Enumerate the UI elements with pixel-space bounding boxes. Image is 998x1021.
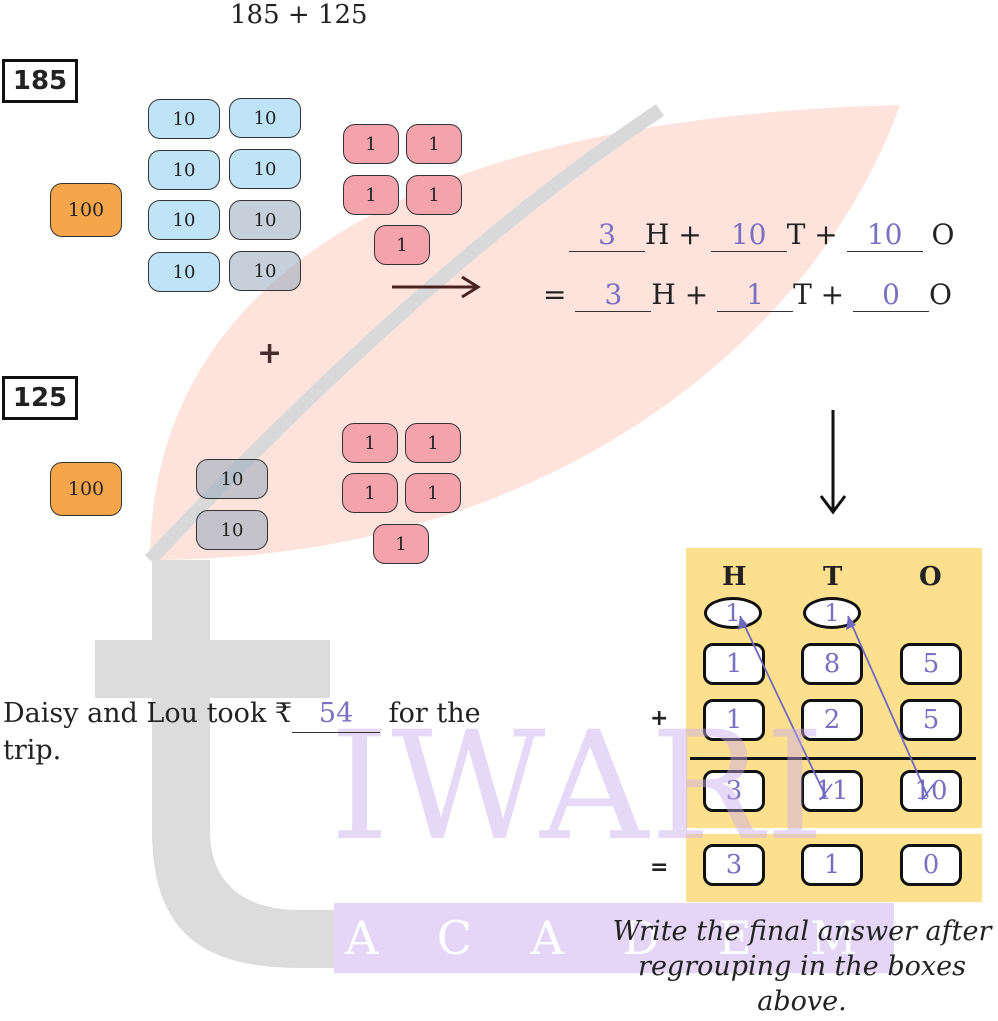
digit-box[interactable]: 2 (801, 699, 863, 741)
ten-block: 10 (229, 149, 301, 189)
equals-operator: = (650, 855, 669, 880)
story-text: Daisy and Lou took ₹54 for the trip. (3, 696, 481, 769)
tens-label: T + (793, 278, 845, 311)
one-block: 1 (405, 423, 461, 463)
ten-block: 10 (229, 200, 301, 240)
ones-blank: 0 (853, 278, 930, 312)
one-block: 1 (406, 175, 462, 215)
hundreds-header: H (722, 562, 747, 592)
ten-block: 10 (148, 150, 220, 190)
tens-blank: 1 (717, 278, 794, 312)
ten-block: 10 (148, 200, 220, 240)
right-arrow-icon (392, 275, 481, 299)
one-block: 1 (373, 524, 429, 564)
sum-line (690, 757, 976, 760)
ten-block: 10 (148, 99, 220, 139)
story-line-2: trip. (3, 735, 62, 766)
digit-box[interactable]: 1 (703, 699, 765, 741)
final-digit-box[interactable]: 3 (703, 844, 765, 886)
tens-blank: 10 (710, 218, 787, 252)
digit-box[interactable]: 11 (801, 770, 863, 812)
digit-box[interactable]: 1 (703, 643, 765, 685)
one-block: 1 (406, 124, 462, 164)
ones-label: O (929, 278, 952, 311)
digit-box[interactable]: 8 (801, 643, 863, 685)
amount-blank: 54 (292, 696, 381, 733)
digit-box[interactable]: 3 (703, 770, 765, 812)
one-block: 1 (374, 225, 430, 265)
watermark-text: IWARI (330, 700, 827, 874)
ten-block: 10 (229, 251, 301, 291)
one-block: 1 (343, 175, 399, 215)
hundred-block: 100 (50, 462, 122, 516)
one-block: 1 (342, 473, 398, 513)
ones-blank: 10 (846, 218, 923, 252)
one-block: 1 (405, 473, 461, 513)
hundreds-blank: 3 (569, 218, 645, 252)
digit-box[interactable]: 5 (900, 699, 962, 741)
watermark-subtext: A C A D E M Y (345, 911, 969, 965)
note-line-2: regrouping in the boxes (638, 951, 966, 982)
hundreds-label: H + (651, 278, 709, 311)
digit-box[interactable]: 5 (900, 643, 962, 685)
final-digit-box[interactable]: 0 (900, 844, 962, 886)
carry-hundreds[interactable]: 1 (704, 597, 762, 629)
final-digit-box[interactable]: 1 (801, 844, 863, 886)
one-block: 1 (343, 124, 399, 164)
one-block: 1 (342, 423, 398, 463)
digit-box[interactable]: 10 (900, 770, 962, 812)
down-arrow-icon (819, 410, 847, 515)
number-label-185: 185 (2, 59, 78, 103)
note-line-1: Write the final answer after (612, 916, 992, 947)
plus-operator: + (650, 706, 669, 731)
ten-block: 10 (196, 510, 268, 550)
ten-block: 10 (148, 252, 220, 292)
instruction-note: Write the final answer after regrouping … (608, 914, 996, 1019)
ten-block: 10 (229, 98, 301, 138)
hundreds-label: H + (645, 218, 702, 251)
equals-sign: = (543, 278, 567, 311)
tens-label: T + (786, 218, 838, 251)
note-line-3: above. (757, 986, 847, 1017)
story-prefix: Daisy and Lou took ₹ (3, 698, 293, 729)
plus-sign: + (257, 336, 283, 371)
tens-header: T (823, 562, 843, 592)
story-suffix: for the (388, 698, 481, 729)
ten-block: 10 (196, 459, 268, 499)
hundred-block: 100 (50, 183, 122, 237)
ones-label: O (931, 218, 955, 251)
number-label-125: 125 (2, 376, 78, 420)
ones-header: O (919, 562, 942, 592)
hundreds-blank: 3 (575, 278, 652, 312)
problem-title: 185 + 125 (230, 0, 368, 30)
